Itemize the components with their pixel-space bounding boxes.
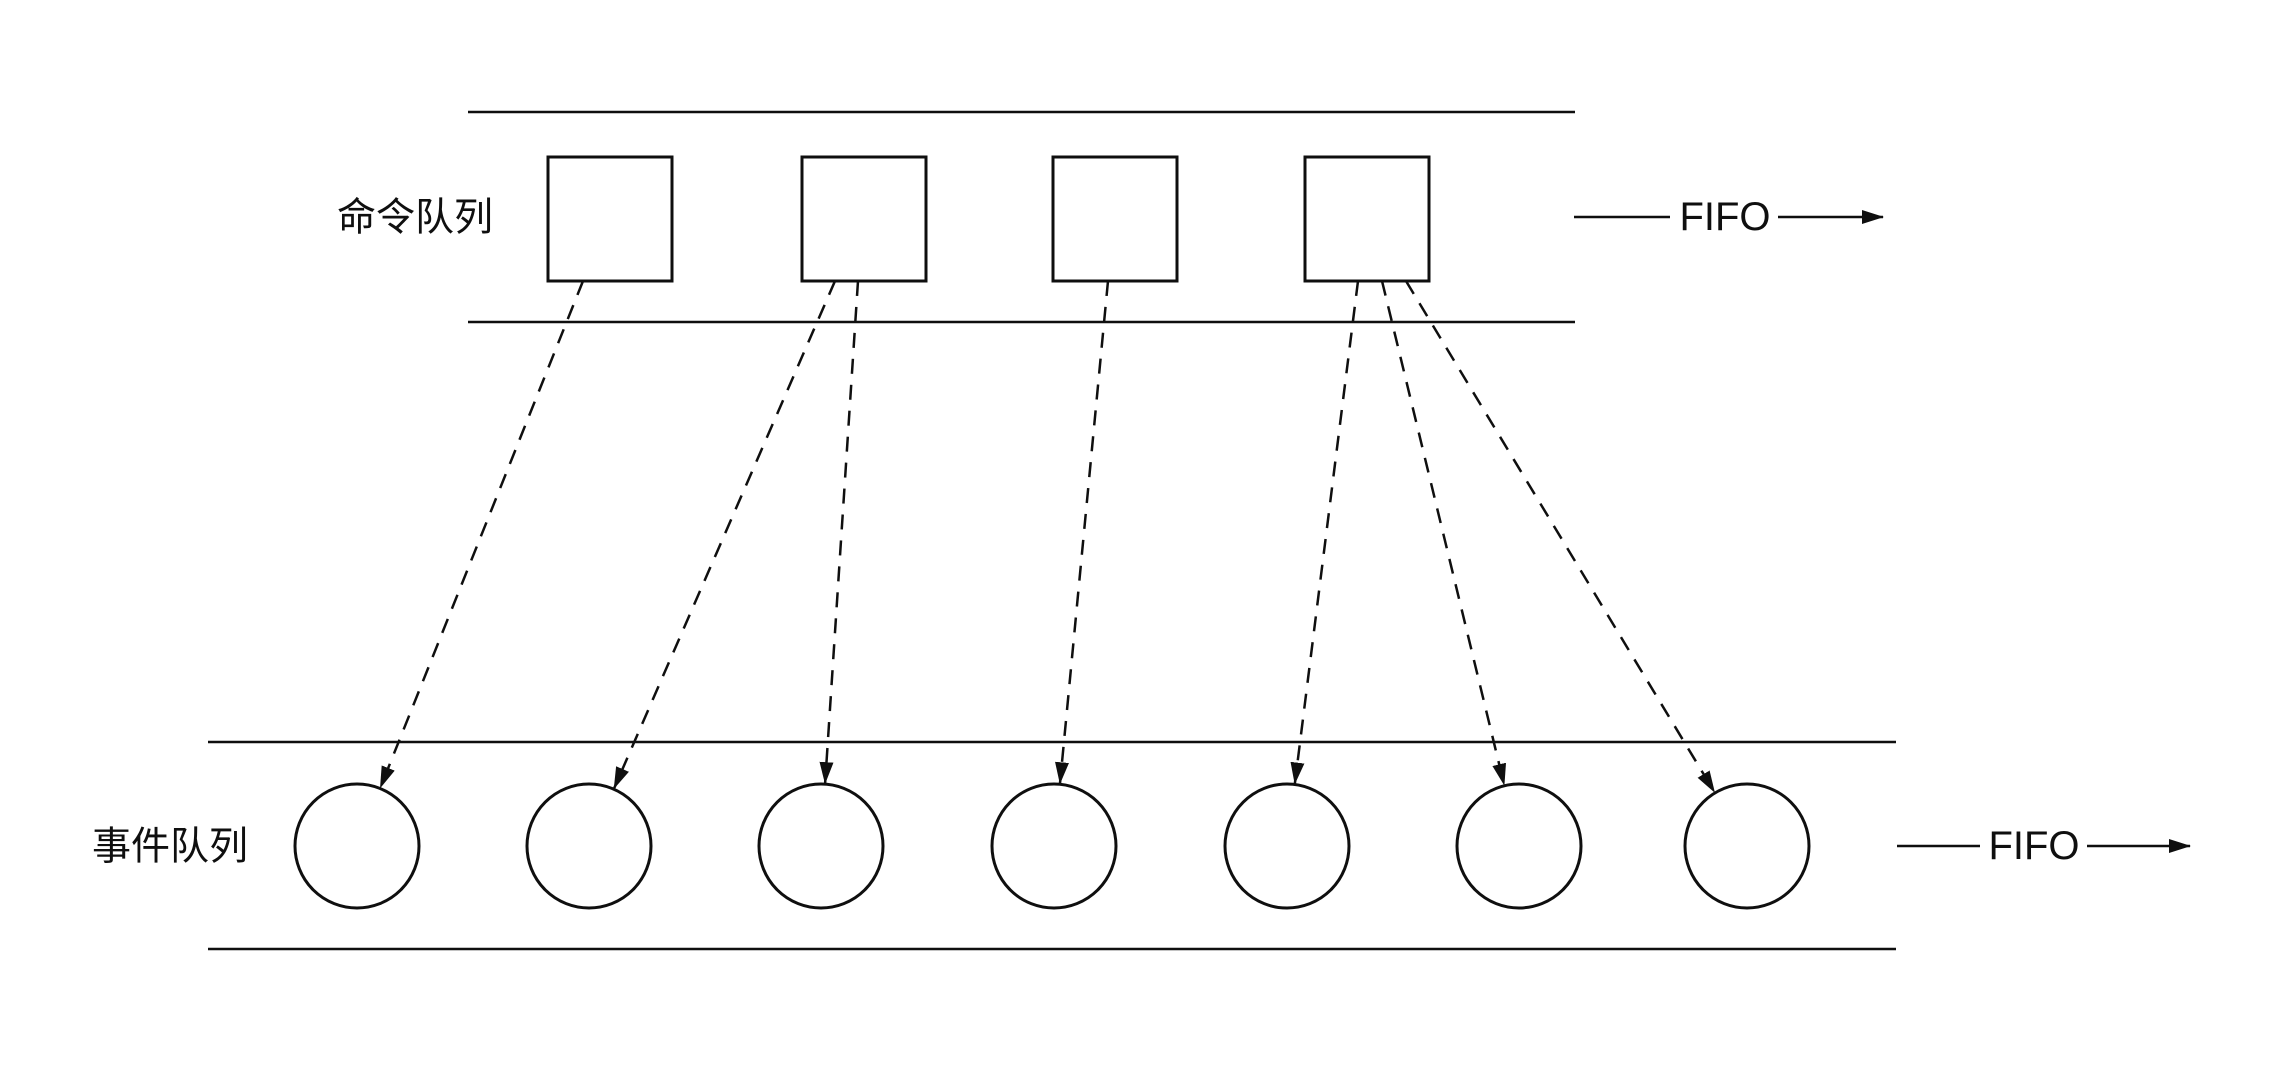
event-queue-items [293, 782, 1811, 910]
command-to-event-connectors [379, 280, 1716, 793]
event-queue-item-7 [1683, 782, 1811, 910]
event-queue-fifo-label: FIFO [1988, 824, 2079, 868]
event-queue-label: 事件队列 [92, 826, 248, 869]
command-queue-band [468, 110, 1575, 324]
command-queue-fifo-label: FIFO [1679, 195, 1770, 239]
command-queue-item-2 [800, 155, 928, 283]
command-queue-item-1 [546, 155, 674, 283]
event-queue-item-6 [1455, 782, 1583, 910]
connector-arrow-3 [819, 280, 860, 785]
command-queue-item-4 [1303, 155, 1431, 283]
event-queue-item-1 [293, 782, 421, 910]
command-queue-label: 命令队列 [337, 197, 493, 240]
connector-arrow-7 [1404, 280, 1716, 793]
event-queue-item-2 [525, 782, 653, 910]
connector-arrow-4 [1055, 280, 1110, 785]
connector-arrow-6 [1380, 280, 1507, 786]
connector-arrow-1 [379, 280, 585, 789]
connector-arrow-5 [1290, 280, 1360, 785]
event-queue-item-5 [1223, 782, 1351, 910]
event-queue-item-4 [990, 782, 1118, 910]
command-queue-item-3 [1051, 155, 1179, 283]
event-queue-item-3 [757, 782, 885, 910]
command-queue-items [546, 155, 1431, 283]
event-queue-band [208, 740, 1896, 951]
connector-arrow-2 [613, 280, 837, 790]
